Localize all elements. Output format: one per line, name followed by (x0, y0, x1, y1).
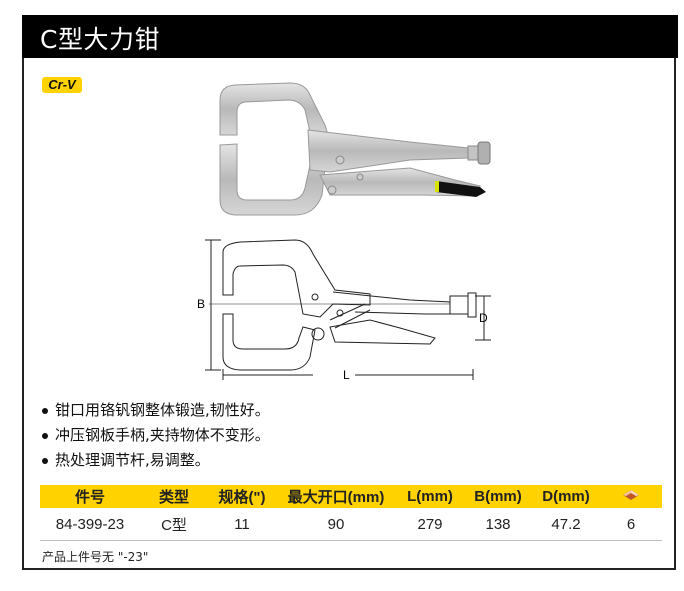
dimension-d-label: D (479, 311, 488, 325)
col-part-no: 件号 (40, 485, 140, 508)
material-badge: Cr-V (42, 77, 82, 93)
feature-list: 钳口用铬钒钢整体锻造,韧性好。 冲压钢板手柄,夹持物体不变形。 热处理调节杆,易… (42, 398, 270, 473)
col-type: 类型 (140, 485, 208, 508)
feature-item: 钳口用铬钒钢整体锻造,韧性好。 (42, 398, 270, 423)
spec-header-row: 件号 类型 规格(") 最大开口(mm) L(mm) B(mm) D(mm) (40, 485, 662, 508)
feature-item: 冲压钢板手柄,夹持物体不变形。 (42, 423, 270, 448)
bullet-icon (42, 407, 48, 414)
dimension-l-label: L (343, 368, 350, 382)
dimension-drawing: B D L (197, 239, 491, 382)
col-max-opening: 最大开口(mm) (276, 485, 396, 508)
bullet-icon (42, 457, 48, 464)
col-d: D(mm) (532, 485, 600, 508)
package-box-icon (623, 489, 639, 500)
table-row: 84-399-23 C型 11 90 279 138 47.2 6 (40, 508, 662, 541)
col-b: B(mm) (464, 485, 532, 508)
col-package-qty (600, 485, 662, 508)
dimension-b-label: B (197, 297, 205, 311)
spec-table: 件号 类型 规格(") 最大开口(mm) L(mm) B(mm) D(mm) 8… (40, 485, 662, 541)
col-size: 规格(") (208, 485, 276, 508)
feature-item: 热处理调节杆,易调整。 (42, 448, 270, 473)
col-length: L(mm) (396, 485, 464, 508)
footnote: 产品上件号无 "-23" (42, 550, 149, 564)
product-photo (219, 82, 491, 216)
page-title: C型大力钳 (40, 25, 160, 54)
title-bar: C型大力钳 (22, 15, 678, 58)
product-card (22, 15, 676, 570)
bullet-icon (42, 432, 48, 439)
